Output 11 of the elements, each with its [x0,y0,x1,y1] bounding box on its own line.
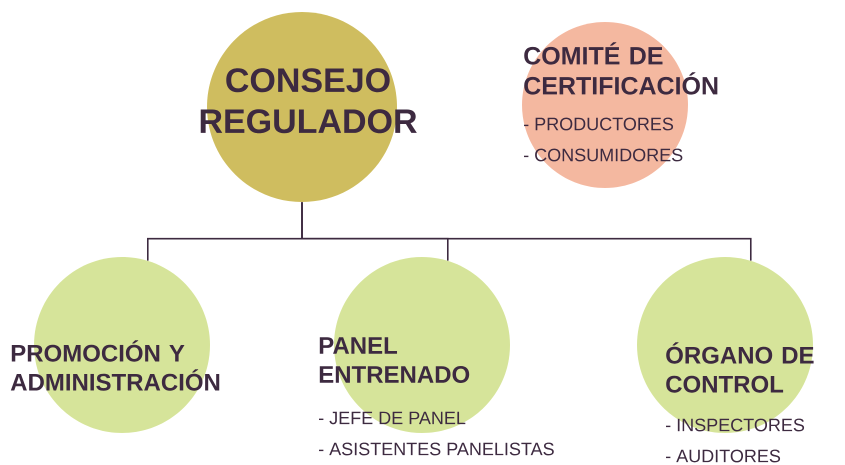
list-item: - JEFE DE PANEL [319,412,466,424]
heading: ÓRGANO DE CONTROL [666,342,814,393]
heading: PANEL ENTRENADO [320,337,470,383]
list-item: - ASISTENTES PANELISTAS [319,442,554,456]
list-item: - AUDITORES [666,450,780,462]
heading: COMITÉ DE CERTIFICACIÓN [524,42,718,95]
connector-line [301,202,752,261]
heading: PROMOCIÓN Y ADMINISTRACIÓN [10,340,220,391]
list-item: - PRODUCTORES [524,118,674,130]
list-item: - INSPECTORES [666,418,804,432]
list-item: - CONSUMIDORES [524,148,682,162]
